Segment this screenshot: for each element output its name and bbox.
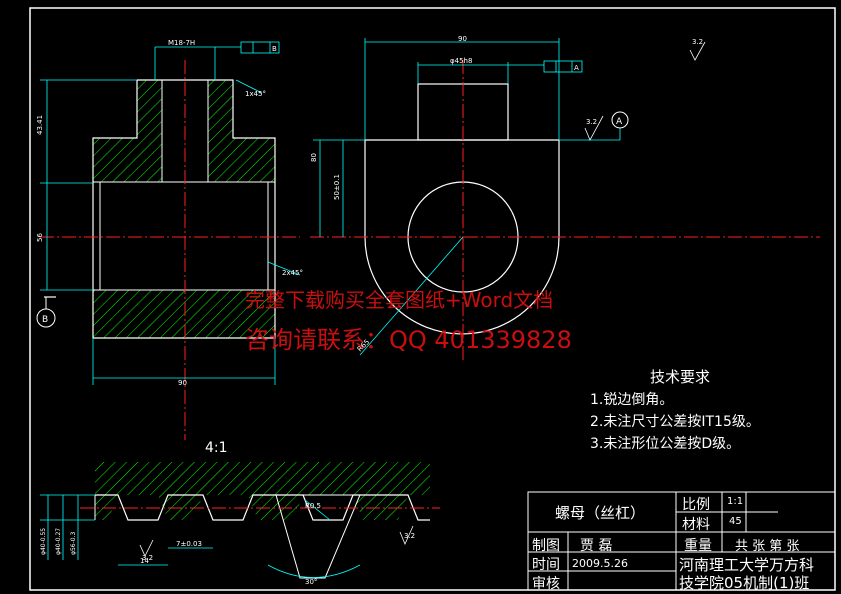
title-block-frame bbox=[527, 491, 836, 591]
sheet-count: 共 张 第 张 bbox=[735, 539, 800, 554]
right-front-view: 90 φ45h8 A 80 50±0.1 R65 A 3.2 3.2 bbox=[310, 35, 820, 360]
watermark-line-2: 咨询请联系：QQ 401339828 bbox=[245, 326, 572, 354]
tech-requirement-1: 1.锐边倒角。 bbox=[590, 392, 674, 408]
material-value: 45 bbox=[729, 516, 742, 527]
part-name: 螺母（丝杠） bbox=[555, 504, 646, 522]
roughness-label-a: 3.2 bbox=[586, 118, 597, 126]
review-label: 审核 bbox=[532, 576, 560, 592]
undercut-dimension: 2x45° bbox=[282, 269, 303, 277]
date-label: 时间 bbox=[532, 557, 560, 573]
datum-b-label: B bbox=[42, 315, 48, 325]
tech-requirement-3: 3.未注形位公差按D级。 bbox=[590, 436, 741, 452]
bore-dimension: φ45h8 bbox=[450, 57, 472, 65]
school-line-1: 河南理工大学万方科 bbox=[679, 556, 815, 574]
width-90-right-dimension: 90 bbox=[458, 35, 467, 43]
scale-label: 比例 bbox=[682, 497, 710, 513]
thread-detail-view: 4:1 7±0.03 14 30° R0.5 3.2 3.2 φ40-0.55 … bbox=[40, 440, 440, 586]
material-label: 材料 bbox=[682, 517, 710, 533]
tech-requirement-2: 2.未注尺寸公差按IT15级。 bbox=[590, 414, 760, 430]
angle-dimension: 30° bbox=[305, 578, 317, 586]
tech-requirements-title: 技术要求 bbox=[650, 368, 711, 386]
height-43-dimension: 43.41 bbox=[36, 115, 44, 135]
weight-label: 重量 bbox=[684, 538, 712, 554]
drawing-frame bbox=[29, 7, 836, 591]
school-line-2: 技学院05机制(1)班 bbox=[679, 574, 810, 592]
width-90-left-dimension: 90 bbox=[178, 379, 187, 387]
height-56-dimension: 56 bbox=[36, 233, 44, 242]
diameter-40-55-dimension: φ40-0.55 bbox=[40, 528, 47, 555]
height-80-dimension: 80 bbox=[310, 153, 318, 162]
left-section-view: M18-7H 1x45° 43.41 56 90 2x45° B B bbox=[36, 39, 303, 440]
watermark-line-1: 完整下载购买全套图纸+Word文档 bbox=[245, 288, 554, 312]
diameter-56-dimension: φ56-0.3 bbox=[70, 532, 77, 555]
roughness-label-detail-2: 3.2 bbox=[404, 532, 415, 540]
drawn-by: 贾 磊 bbox=[580, 538, 613, 554]
thread-dimension: M18-7H bbox=[168, 39, 195, 47]
pitch-dimension: 7±0.03 bbox=[176, 540, 202, 548]
length-14-dimension: 14 bbox=[140, 557, 149, 565]
tolerance-a-label: A bbox=[574, 64, 579, 72]
chamfer-dimension: 1x45° bbox=[245, 90, 266, 98]
diameter-40-27-dimension: φ40-0.27 bbox=[55, 528, 62, 555]
tolerance-b-label: B bbox=[272, 45, 277, 53]
height-50-dimension: 50±0.1 bbox=[333, 174, 341, 200]
datum-a-label: A bbox=[616, 117, 623, 127]
detail-radius-dimension: R0.5 bbox=[305, 502, 321, 510]
date-value: 2009.5.26 bbox=[572, 557, 628, 570]
scale-value: 1:1 bbox=[727, 496, 744, 507]
detail-scale-label: 4:1 bbox=[205, 440, 228, 456]
roughness-label-top: 3.2 bbox=[692, 38, 703, 46]
roughness-label-detail-1: 3.2 bbox=[142, 554, 153, 562]
drawn-label: 制图 bbox=[532, 538, 560, 554]
